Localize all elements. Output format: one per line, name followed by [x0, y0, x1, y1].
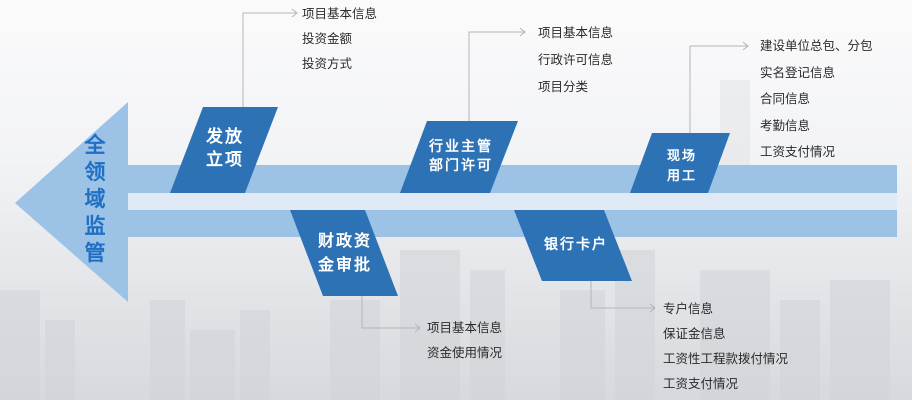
detail-item: 项目基本信息	[427, 320, 503, 335]
detail-list-hangye-zhuguan: 项目基本信息 行政许可信息 项目分类	[538, 19, 613, 100]
detail-list-fangfa-lixiang: 项目基本信息 投资金额 投资方式	[302, 1, 377, 76]
connector-arrow-caizheng	[414, 323, 421, 333]
node-shape-caizheng-zijin[interactable]	[290, 210, 398, 296]
detail-list-xianchang-yonggong: 建设单位总包、分包 实名登记信息 合同信息 考勤信息 工资支付情况	[760, 33, 873, 166]
connector-yinhang	[590, 281, 655, 309]
node-shape-yinhang-kahu[interactable]	[514, 210, 632, 281]
arrow-head	[15, 102, 128, 302]
title-char: 管	[84, 241, 106, 265]
main-title: 全 领 域 监 管	[80, 132, 110, 267]
detail-item: 专户信息	[663, 301, 714, 316]
detail-item: 行政许可信息	[538, 52, 614, 67]
detail-list-caizheng-zijin: 项目基本信息 资金使用情况	[427, 315, 502, 365]
connector-caizheng	[361, 296, 420, 329]
lower-band	[126, 210, 897, 237]
upper-band	[126, 165, 897, 193]
detail-item: 工资性工程款拨付情况	[663, 351, 789, 366]
title-char: 领	[84, 160, 106, 184]
detail-item: 工资支付情况	[760, 144, 836, 159]
detail-item: 工资支付情况	[663, 376, 739, 391]
detail-item: 实名登记信息	[760, 64, 836, 80]
title-char: 监	[84, 214, 106, 238]
connectors	[242, 8, 749, 333]
detail-item: 投资金额	[302, 31, 353, 46]
connector-arrow-hangye	[519, 27, 526, 37]
connector-xianchang	[689, 45, 748, 133]
node-shape-hangye-zhuguan[interactable]	[400, 121, 518, 193]
detail-item: 项目基本信息	[538, 25, 614, 40]
connector-arrow-yinhang	[649, 303, 656, 313]
detail-item: 合同信息	[760, 91, 811, 106]
detail-item: 项目基本信息	[302, 6, 378, 21]
title-char: 全	[84, 133, 106, 157]
detail-item: 保证金信息	[663, 326, 726, 341]
connector-arrow-fangfa	[291, 8, 298, 18]
connector-arrow-xianchang	[742, 41, 749, 51]
detail-item: 资金使用情况	[427, 345, 503, 360]
detail-item: 考勤信息	[760, 117, 811, 133]
title-char: 域	[84, 187, 106, 211]
detail-item: 投资方式	[302, 56, 353, 71]
middle-band	[126, 193, 897, 210]
detail-item: 项目分类	[538, 79, 589, 94]
node-shape-xianchang-yonggong[interactable]	[630, 133, 730, 193]
detail-list-yinhang-kahu: 专户信息 保证金信息 工资性工程款拨付情况 工资支付情况	[663, 296, 788, 396]
node-shape-fangfa-lixiang[interactable]	[170, 107, 278, 193]
connector-fangfa	[242, 12, 297, 107]
connector-hangye	[468, 31, 525, 121]
detail-item: 建设单位总包、分包	[760, 38, 873, 53]
